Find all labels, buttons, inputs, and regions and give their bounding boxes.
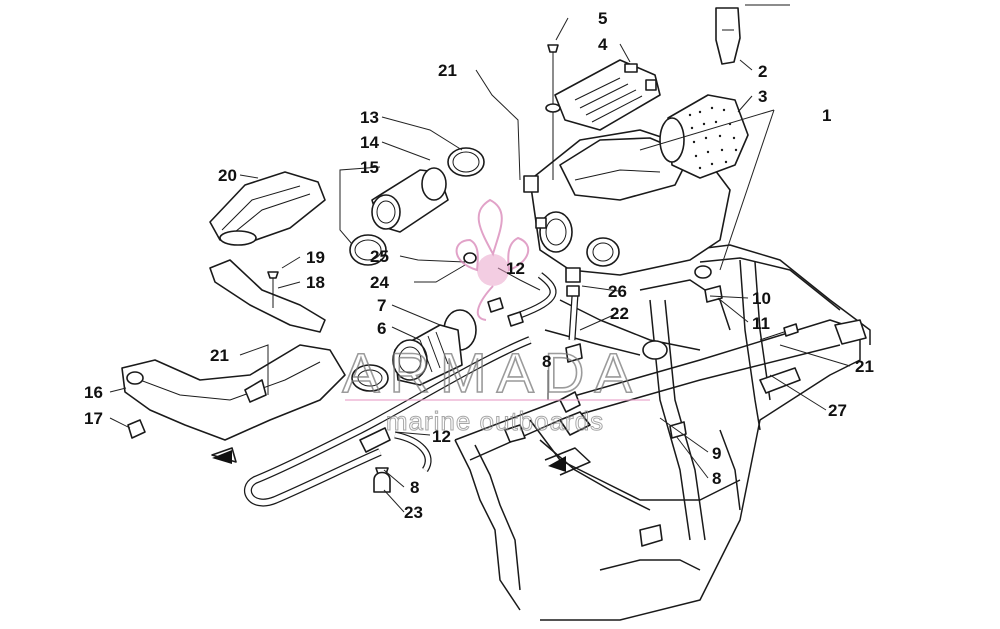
- callout-16: 16: [84, 383, 103, 402]
- callout-7: 7: [377, 296, 386, 315]
- callout-21-right: 21: [855, 357, 874, 376]
- callout-9: 9: [712, 444, 721, 463]
- callout-6: 6: [377, 319, 386, 338]
- air-filter: [659, 94, 749, 179]
- shield-assembly: [121, 344, 346, 463]
- callout-19: 19: [306, 248, 325, 267]
- callout-20: 20: [218, 166, 237, 185]
- callout-15: 15: [360, 158, 379, 177]
- callout-11: 11: [752, 314, 770, 333]
- callout-27: 27: [828, 401, 847, 420]
- callout-26: 26: [608, 282, 627, 301]
- callout-12-upper: 12: [506, 259, 525, 278]
- callouts: 1 2 3 4 5 6 7 8 8 8 9 10 11 12 12 13 14 …: [84, 9, 874, 522]
- filter-bracket: [715, 4, 790, 65]
- callout-21-top: 21: [438, 61, 457, 80]
- callout-12-lower: 12: [432, 427, 451, 446]
- callout-8-right: 8: [712, 469, 721, 488]
- callout-21-left: 21: [210, 346, 229, 365]
- watermark-tagline: marine outboards: [386, 406, 604, 436]
- callout-8-lower-left: 8: [410, 478, 419, 497]
- callout-25: 25: [370, 247, 389, 266]
- watermark: ARMADA marine outboards: [341, 198, 650, 437]
- callout-10: 10: [752, 289, 771, 308]
- airbox: [523, 129, 731, 276]
- duct-cover: [209, 171, 326, 246]
- callout-24: 24: [370, 273, 389, 292]
- callout-23: 23: [404, 503, 423, 522]
- callout-17: 17: [84, 409, 103, 428]
- watermark-logo: [455, 198, 530, 321]
- callout-1: 1: [822, 106, 831, 125]
- mount-strip: [209, 259, 326, 333]
- callout-4: 4: [598, 35, 608, 54]
- intake-duct: [349, 147, 485, 266]
- frame-chassis: [454, 244, 871, 621]
- throttle-boot: [351, 309, 477, 392]
- screw-5: [545, 44, 561, 180]
- leader-lines: [109, 17, 851, 513]
- callout-18: 18: [306, 273, 325, 292]
- hoses: [244, 252, 799, 507]
- direction-arrows: [212, 450, 566, 472]
- watermark-brand: ARMADA: [342, 341, 642, 404]
- callout-2: 2: [758, 62, 767, 81]
- callout-14: 14: [360, 133, 379, 152]
- callout-22: 22: [610, 304, 629, 323]
- airbox-lid: [554, 59, 661, 131]
- callout-5: 5: [598, 9, 607, 28]
- callout-13: 13: [360, 108, 379, 127]
- callout-3: 3: [758, 87, 767, 106]
- callout-8-center: 8: [542, 352, 551, 371]
